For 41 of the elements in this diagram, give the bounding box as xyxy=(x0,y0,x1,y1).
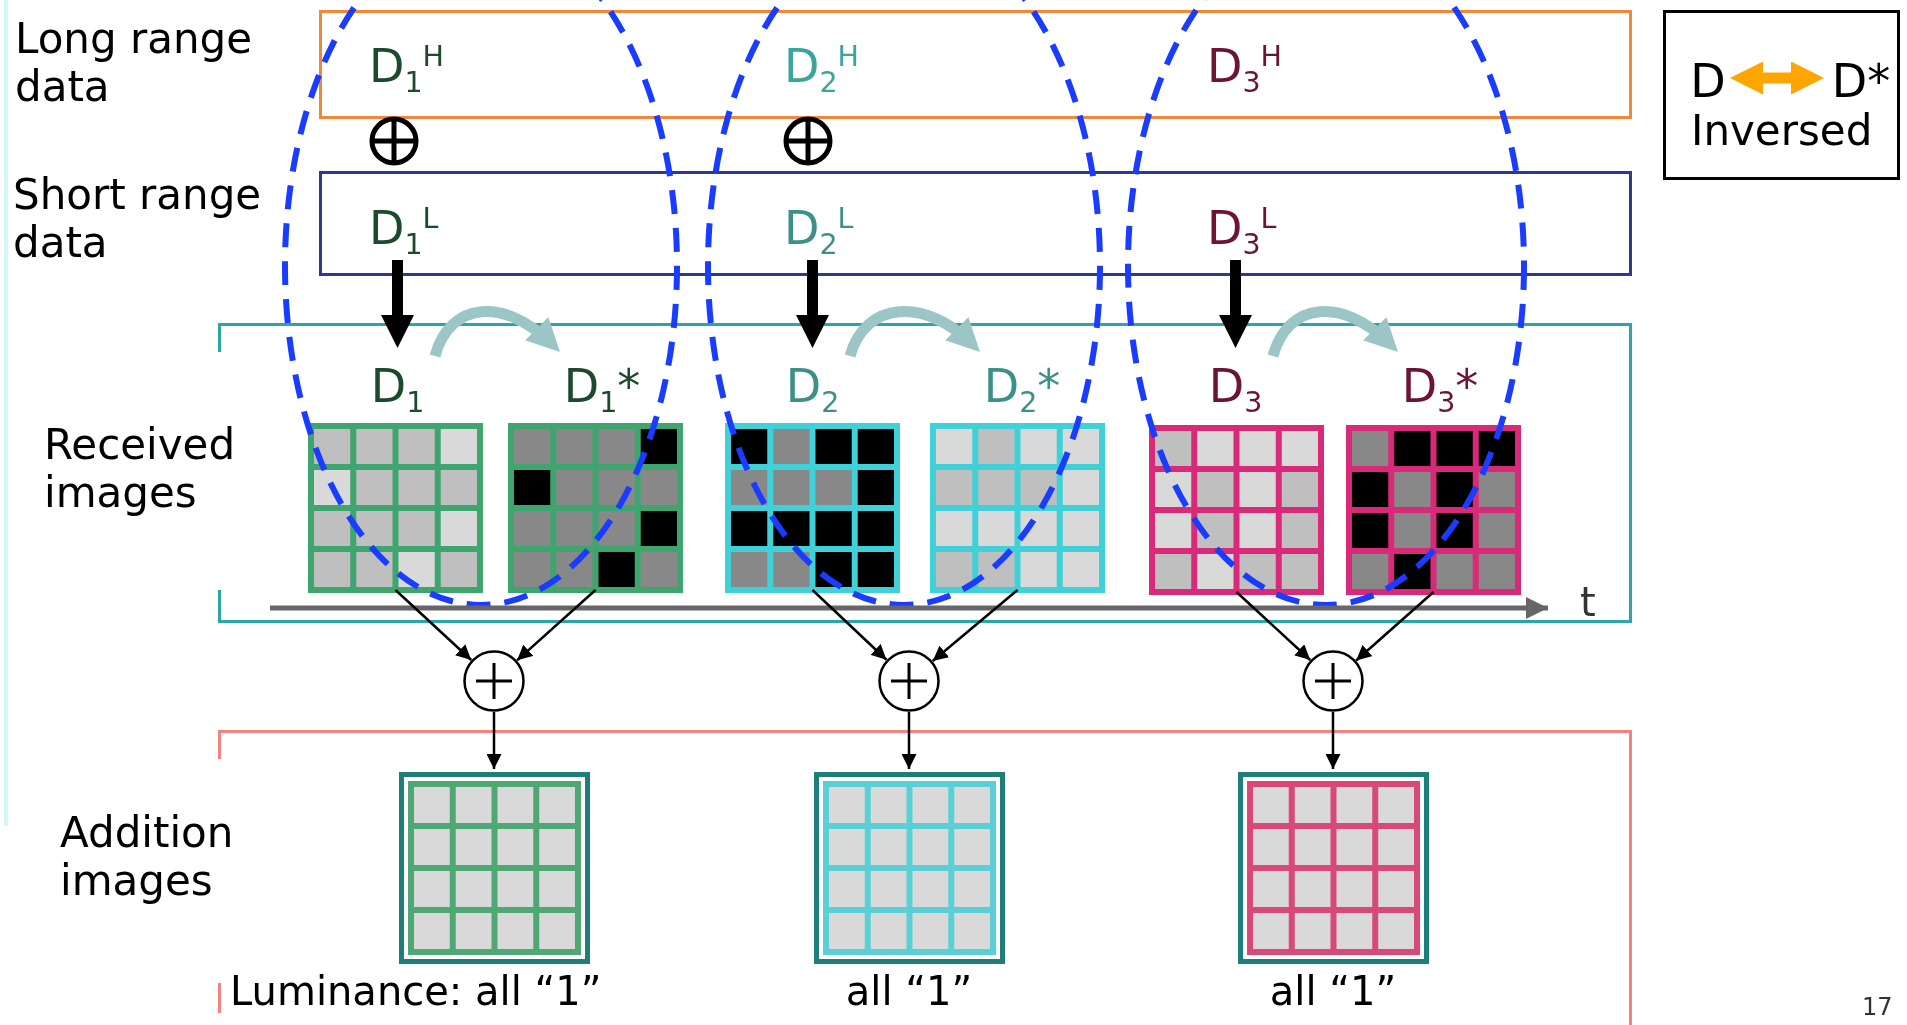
arrow xyxy=(1219,260,1252,348)
section-label: Short range data xyxy=(13,171,263,268)
sum-circle xyxy=(463,650,525,712)
pixel-grid xyxy=(930,423,1105,593)
arrow xyxy=(1235,591,1312,661)
arrow xyxy=(796,260,829,348)
arrow xyxy=(811,589,888,661)
pixel-grid xyxy=(814,772,1005,964)
arrow xyxy=(931,589,1019,663)
pixel-grid xyxy=(725,423,900,593)
data-label: D$_{1}$* xyxy=(556,351,648,421)
arrow xyxy=(901,712,917,769)
double-arrow xyxy=(1730,61,1824,95)
pixel-grid xyxy=(1346,425,1521,595)
data-label: D$_{2}$ xyxy=(775,351,850,421)
pixel-grid xyxy=(1149,425,1324,595)
data-label: D$_{3}$ xyxy=(1198,351,1273,421)
pixel-grid xyxy=(308,423,483,593)
arrow xyxy=(394,589,473,661)
sum-circle xyxy=(1302,650,1364,712)
arrow xyxy=(1355,591,1435,662)
page-number: 17 xyxy=(1862,994,1893,1021)
pixel-grid xyxy=(1238,772,1429,964)
data-label: D$_{3}$* xyxy=(1394,351,1486,421)
section-label: Received images xyxy=(44,421,237,518)
arrow xyxy=(381,260,414,348)
axis-label: t xyxy=(1580,580,1596,624)
arrow xyxy=(516,589,597,662)
section-label: Addition images xyxy=(60,809,235,906)
pixel-grid xyxy=(399,772,590,964)
pixel-grid xyxy=(508,423,683,593)
sum-circle xyxy=(878,650,940,712)
data-label: D$_{1}$ xyxy=(360,351,435,421)
legend-frame xyxy=(1663,10,1900,180)
node-label: Luminance: all “1” xyxy=(230,969,603,1013)
section-label: Long range data xyxy=(15,15,254,112)
arrow xyxy=(486,712,502,769)
node-label: all “1” xyxy=(1268,969,1398,1013)
arrow xyxy=(1325,712,1341,769)
node-label: all “1” xyxy=(844,969,974,1013)
data-label: D$_{2}$* xyxy=(976,351,1068,421)
